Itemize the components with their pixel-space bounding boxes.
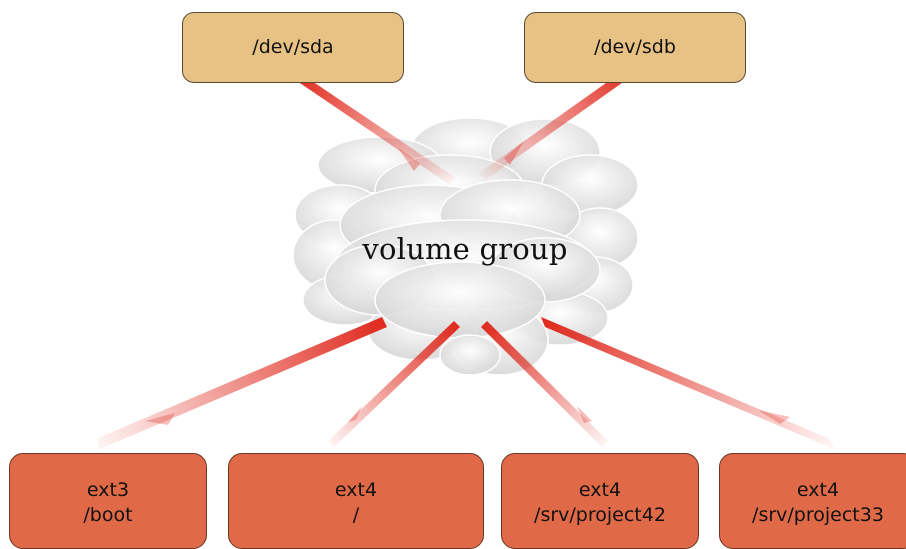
lv-project33: ext4 /srv/project33 bbox=[719, 453, 906, 549]
lvm-diagram bbox=[96, 66, 834, 449]
lv-root: ext4 / bbox=[228, 453, 484, 549]
lv-project42-fs: ext4 bbox=[578, 479, 622, 502]
lv-project33-mount: /srv/project33 bbox=[752, 504, 884, 526]
lv-project42-mount: /srv/project42 bbox=[534, 504, 666, 526]
volume-group-cloud bbox=[292, 117, 639, 376]
arrow-vg-to-root bbox=[328, 321, 460, 447]
arrow-sda-to-vg bbox=[294, 73, 456, 185]
lv-boot: ext3 /boot bbox=[9, 453, 207, 549]
disk-sda: /dev/sda bbox=[182, 12, 404, 83]
volume-group-label: volume group bbox=[362, 232, 568, 266]
arrow-project33-head bbox=[758, 410, 790, 424]
arrow-project42-head bbox=[577, 406, 592, 423]
arrow-boot-head bbox=[145, 413, 175, 425]
disk-sdb-label: /dev/sdb bbox=[594, 36, 676, 59]
arrow-sdb-to-vg bbox=[479, 66, 636, 180]
arrow-sda-head bbox=[398, 148, 420, 171]
lv-root-fs: ext4 bbox=[334, 479, 378, 502]
disk-sda-label: /dev/sda bbox=[252, 36, 334, 59]
arrow-root-head bbox=[348, 406, 362, 422]
disk-sdb: /dev/sdb bbox=[524, 12, 746, 83]
arrow-sdb-head bbox=[504, 141, 524, 165]
arrow-vg-to-boot bbox=[96, 317, 387, 449]
lv-boot-mount: /boot bbox=[83, 504, 133, 526]
arrow-vg-to-project42 bbox=[481, 321, 608, 447]
lv-root-mount: / bbox=[352, 504, 360, 526]
arrow-vg-to-project33 bbox=[541, 317, 834, 449]
lv-boot-fs: ext3 bbox=[86, 479, 130, 502]
lv-project33-fs: ext4 bbox=[796, 479, 840, 502]
lv-project42: ext4 /srv/project42 bbox=[501, 453, 699, 549]
